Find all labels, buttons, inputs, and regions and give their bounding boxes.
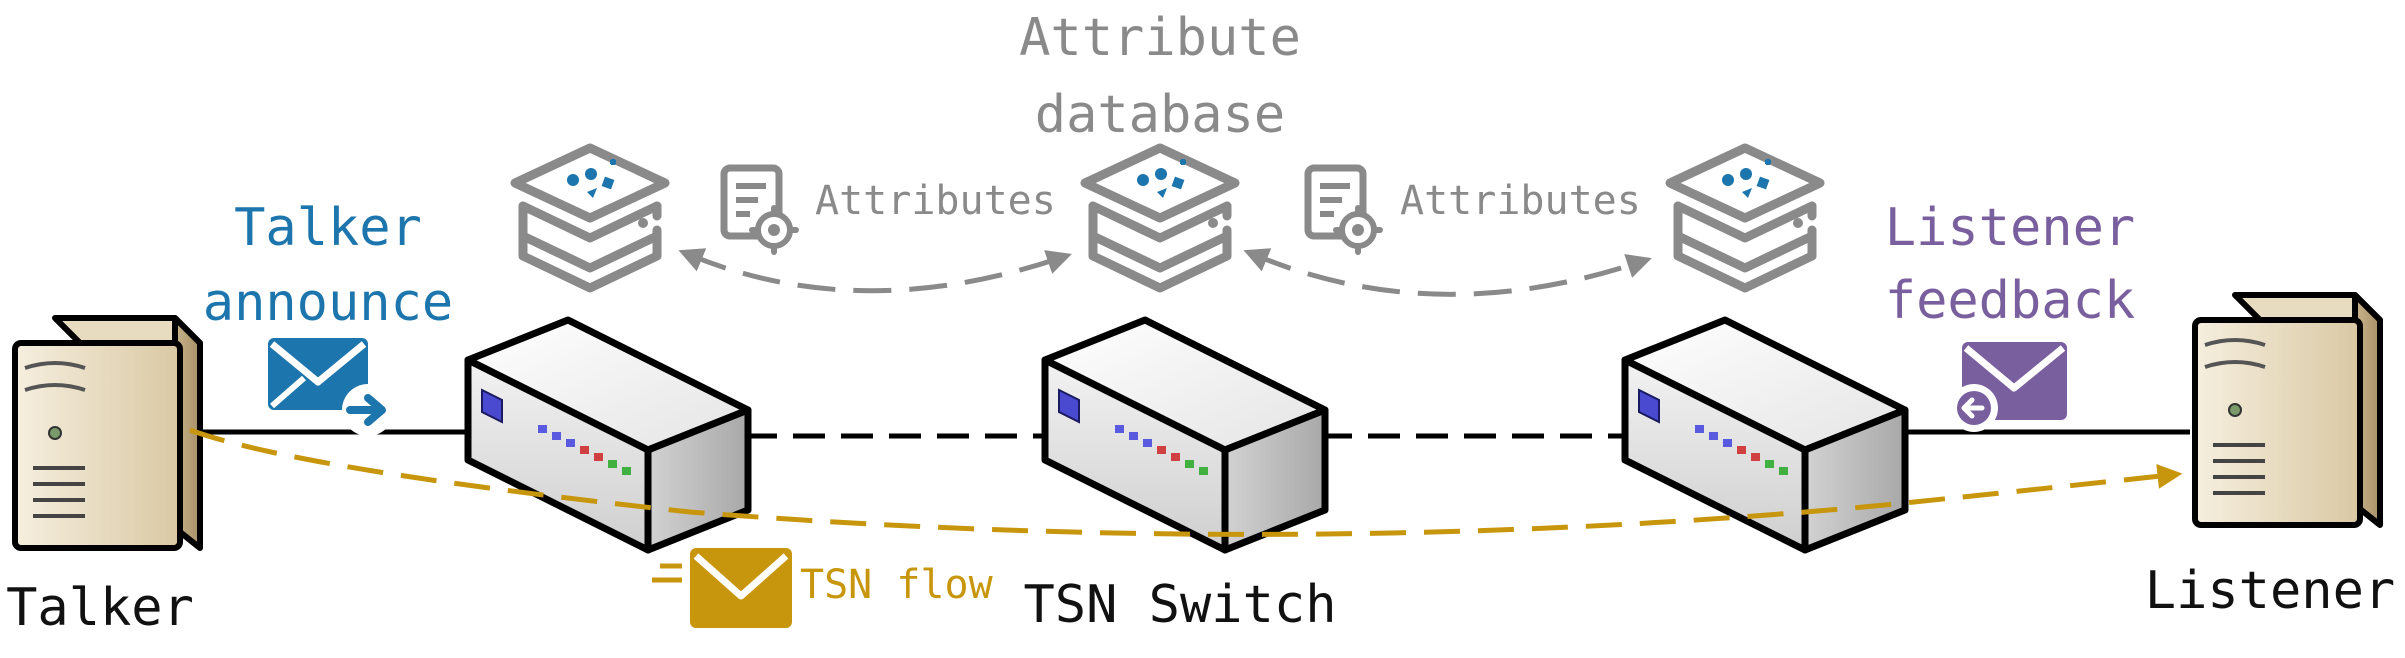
tsn-flow-path: [189, 427, 2183, 537]
talker-announce-line1: Talker: [234, 198, 422, 258]
talker-label: Talker: [6, 578, 194, 638]
tsn-flow-envelope-icon: [652, 548, 792, 628]
listener-feedback-line2: feedback: [1885, 271, 2135, 331]
listener-server-icon: [2195, 295, 2380, 525]
attribute-database-center-icon: [1085, 148, 1235, 288]
attribute-arrow-right: [1243, 248, 1652, 297]
tsn-flow-label: TSN flow: [800, 562, 994, 608]
talker-server-icon: [15, 318, 200, 548]
talker-announce-line2: announce: [203, 273, 453, 333]
attributes-doc-left-icon: [724, 168, 796, 252]
listener-label: Listener: [2145, 561, 2395, 621]
talker-announce-envelope-icon: [268, 338, 394, 436]
attributes-doc-right-icon: [1308, 168, 1380, 252]
attribute-arrow-left: [678, 248, 1072, 294]
listener-feedback-line1: Listener: [1885, 198, 2135, 258]
listener-feedback-envelope-icon: [1950, 342, 2067, 432]
attribute-database-right-icon: [1670, 148, 1820, 288]
tsn-switch-left: [468, 320, 748, 550]
attributes-label-right: Attributes: [1400, 178, 1641, 224]
attribute-database-title-line2: database: [1035, 85, 1285, 145]
attributes-label-left: Attributes: [815, 178, 1056, 224]
tsn-switch-label: TSN Switch: [1023, 575, 1336, 635]
attribute-database-left-icon: [515, 148, 665, 288]
tsn-switch-center: [1045, 320, 1325, 550]
attribute-database-title-line1: Attribute: [1019, 8, 1301, 68]
